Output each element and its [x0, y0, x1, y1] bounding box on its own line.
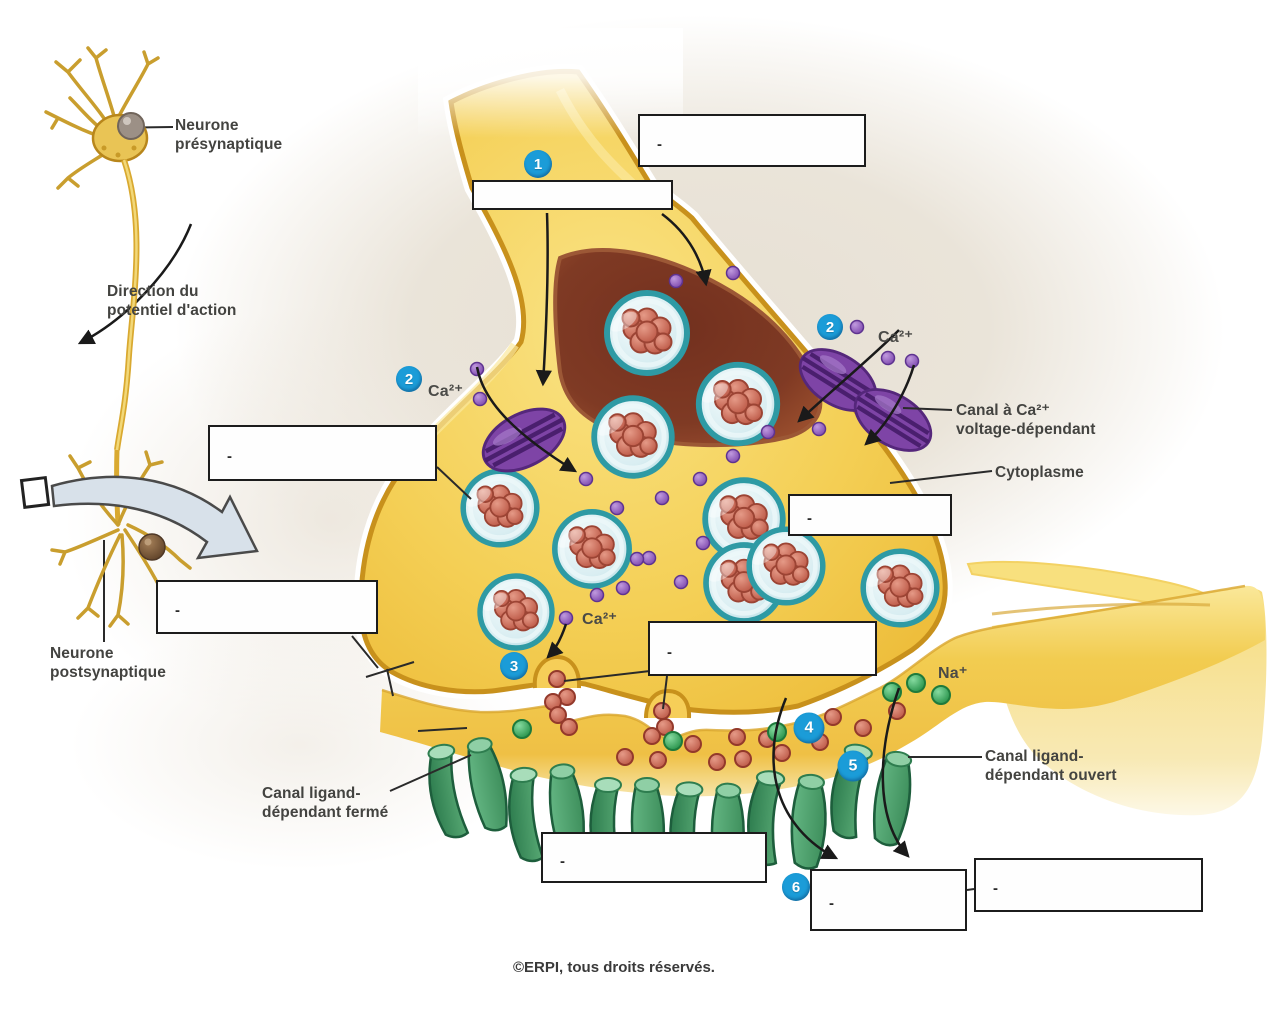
inset-presynaptic-neuron [44, 46, 160, 451]
step-badge-2-right: 2 [817, 314, 843, 340]
flow-arrows [77, 212, 916, 860]
answer-box-left-upper[interactable]: - [208, 425, 437, 481]
step-badge-6: 6 [782, 873, 810, 901]
label-ca-ion-right: Ca²⁺ [878, 329, 914, 346]
step-badge-1: 1 [524, 150, 552, 178]
label-neurone-presynaptique: Neurone présynaptique [175, 117, 283, 154]
zoom-region-square [19, 475, 51, 510]
zoom-arrow [50, 475, 259, 560]
answer-box-step-3[interactable]: - [648, 621, 877, 676]
answer-box-bottom-left[interactable]: - [541, 832, 767, 883]
label-na-ion: Na⁺ [938, 665, 968, 682]
label-canal-ca-voltage: Canal à Ca²⁺ voltage-dépendant [956, 402, 1096, 439]
answer-box-left-lower[interactable]: - [156, 580, 378, 634]
label-direction-potentiel: Direction du potentiel d'action [107, 283, 237, 320]
label-ca-ion-bottom: Ca²⁺ [582, 611, 618, 628]
inset-postsynaptic-neuron [50, 449, 192, 628]
answer-box-bottom-right[interactable]: - [974, 858, 1203, 912]
step-badge-4: 4 [793, 712, 825, 744]
step-badge-5: 5 [837, 750, 869, 782]
answer-box-step-6[interactable]: - [810, 869, 967, 931]
label-neurone-postsynaptique: Neurone postsynaptique [50, 645, 166, 682]
label-canal-ligand-ouvert: Canal ligand- dépendant ouvert [985, 748, 1117, 785]
postsynaptic-membrane [380, 560, 1267, 816]
label-cytoplasme: Cytoplasme [995, 464, 1084, 481]
step-badge-3: 3 [500, 652, 528, 680]
step-badge-2-left: 2 [396, 366, 422, 392]
label-ca-ion-left: Ca²⁺ [428, 383, 464, 400]
label-canal-ligand-ferme: Canal ligand- dépendant fermé [262, 785, 389, 822]
answer-box-middle[interactable]: - [788, 494, 952, 536]
copyright-notice: ©ERPI, tous droits réservés. [513, 959, 715, 976]
answer-box-under-step-1[interactable] [472, 180, 673, 210]
answer-box-top[interactable]: - [638, 114, 866, 167]
